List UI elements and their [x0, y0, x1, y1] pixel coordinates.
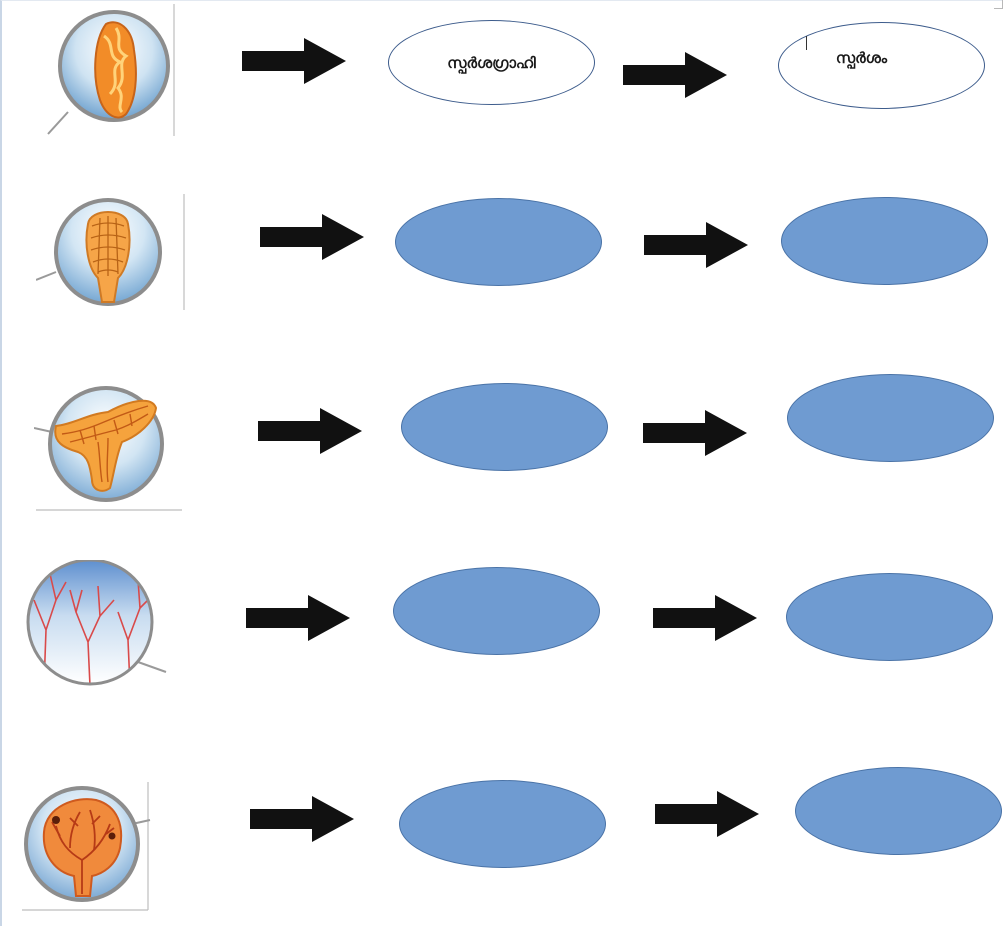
text-cursor	[806, 36, 807, 50]
right-arrow-icon	[260, 214, 364, 260]
receptor-oval-2[interactable]	[395, 198, 602, 286]
tactile-corpuscle-lens-icon	[47, 4, 175, 136]
sense-oval-1[interactable]: സ്പർശം	[778, 22, 985, 109]
right-arrow-icon	[258, 408, 362, 454]
receptor-oval-3[interactable]	[401, 383, 608, 471]
free-nerve-ending-lens-icon	[26, 560, 167, 686]
sense-oval-3[interactable]	[787, 374, 994, 462]
sense-oval-2[interactable]	[781, 197, 988, 285]
right-arrow-icon	[655, 791, 759, 837]
right-arrow-icon	[643, 410, 747, 456]
page-corner-mark	[994, 0, 1003, 9]
receptor-oval-5[interactable]	[399, 780, 606, 868]
sense-oval-5[interactable]	[795, 767, 1002, 855]
right-arrow-icon	[623, 52, 727, 98]
ruffini-ending-lens-icon	[34, 386, 182, 511]
receptor-name-label: സ്പർശഗ്രാഹി	[447, 53, 536, 72]
right-arrow-icon	[246, 595, 350, 641]
right-arrow-icon	[242, 38, 346, 84]
right-arrow-icon	[653, 595, 757, 641]
end-bulb-lens-icon	[22, 782, 151, 911]
receptor-oval-4[interactable]	[393, 567, 600, 655]
right-arrow-icon	[644, 222, 748, 268]
sense-oval-4[interactable]	[786, 573, 993, 661]
lamellar-corpuscle-lens-icon	[36, 194, 185, 310]
sense-name-label: സ്പർശം	[835, 48, 888, 67]
receptor-oval-1[interactable]: സ്പർശഗ്രാഹി	[388, 20, 595, 105]
right-arrow-icon	[250, 796, 354, 842]
